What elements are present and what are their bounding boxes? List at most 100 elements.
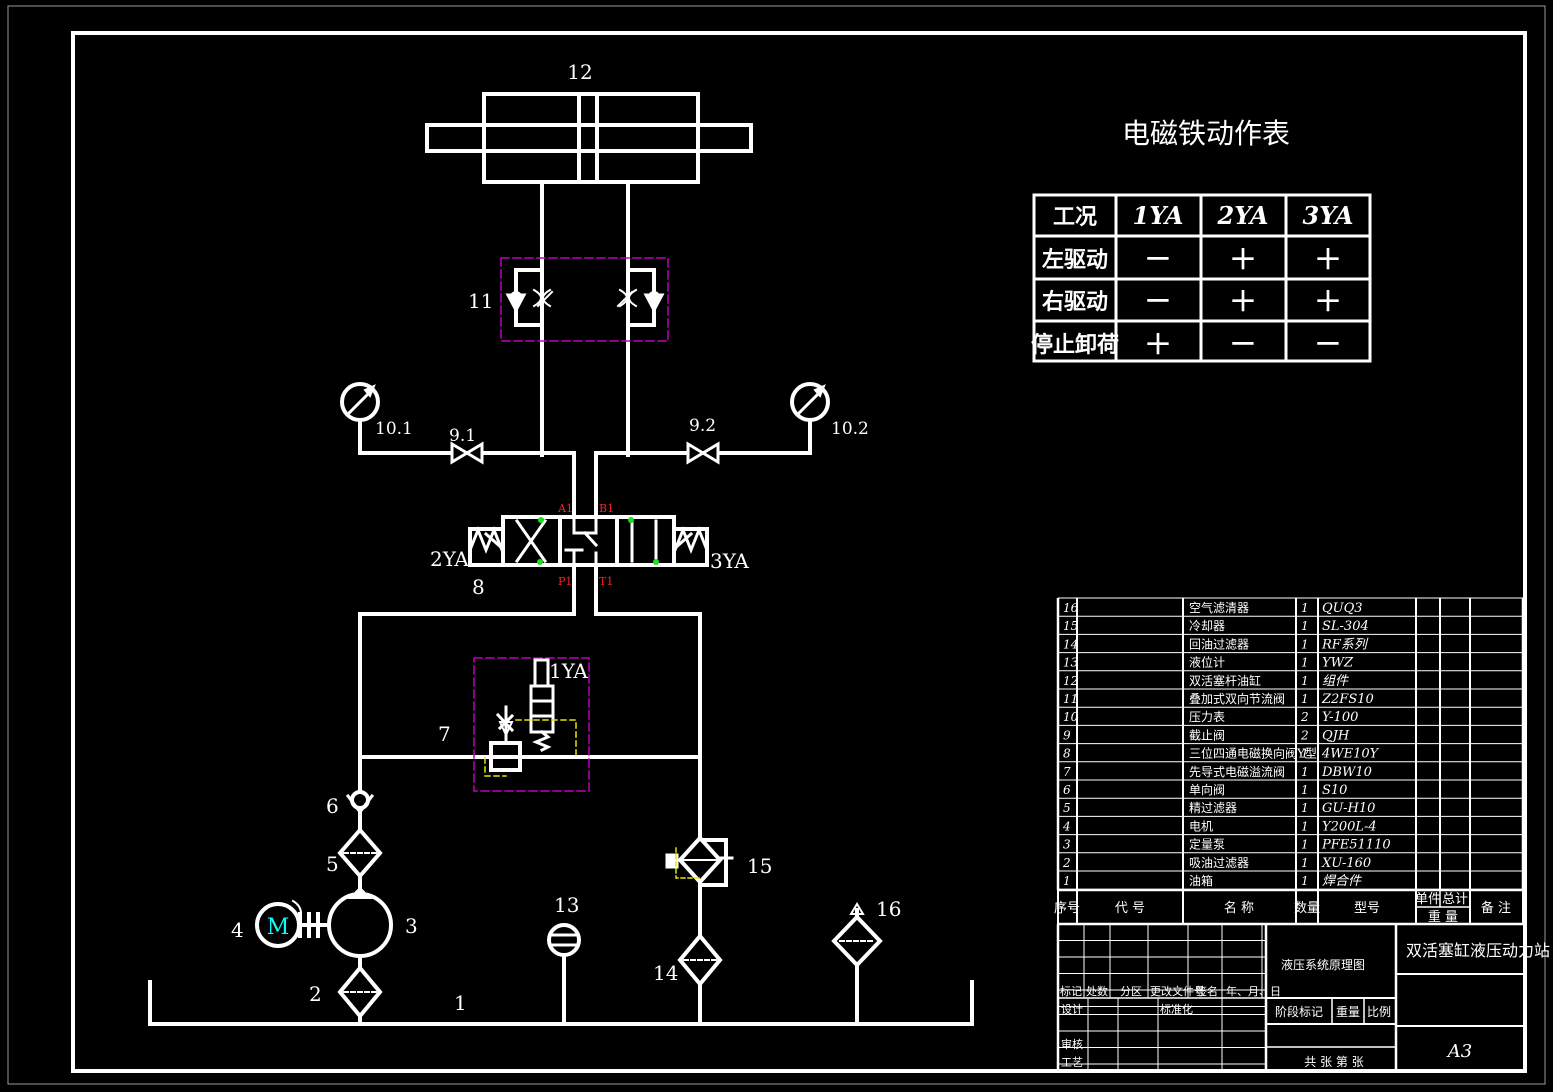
part-name: 冷却器 xyxy=(1189,619,1225,633)
header-weight: 重 量 xyxy=(1428,909,1458,925)
part-model: RF系列 xyxy=(1321,637,1369,652)
shutoff-valve-right xyxy=(686,441,720,465)
role-process: 工艺 xyxy=(1061,1056,1083,1069)
solenoid-state: + xyxy=(1229,238,1258,278)
part-model: 组件 xyxy=(1322,674,1349,689)
cylinder-rod xyxy=(425,123,753,153)
part-model: SL-304 xyxy=(1322,619,1369,634)
label-cooler: 15 xyxy=(747,854,772,878)
part-name: 双活塞杆油缸 xyxy=(1189,673,1261,688)
header-unit-weight: 单件 xyxy=(1415,892,1441,907)
part-model: QJH xyxy=(1322,728,1350,743)
part-qty: 1 xyxy=(1301,674,1309,688)
label-check-valve: 6 xyxy=(326,794,339,818)
part-model: PFE51110 xyxy=(1321,838,1391,853)
label-cylinder: 12 xyxy=(567,60,592,84)
part-no: 11 xyxy=(1063,692,1078,706)
label-solenoid-1: 1YA xyxy=(549,659,588,683)
solenoid-state: − xyxy=(1144,238,1173,278)
outer-frame xyxy=(7,5,1546,1085)
role-review: 审核 xyxy=(1061,1037,1083,1051)
part-name: 吸油过滤器 xyxy=(1189,856,1249,870)
stage-label: 阶段标记 xyxy=(1275,1004,1323,1019)
header-name: 名 称 xyxy=(1224,900,1254,916)
part-name: 液位计 xyxy=(1189,655,1225,670)
part-model: YWZ xyxy=(1322,656,1354,671)
part-qty: 1 xyxy=(1301,856,1309,870)
label-fine-filter: 5 xyxy=(326,852,339,876)
label-solenoid-3: 3YA xyxy=(710,549,749,573)
part-name: 电机 xyxy=(1189,819,1213,833)
part-name: 三位四通电磁换向阀Y型 xyxy=(1189,746,1317,761)
part-model: 4WE10Y xyxy=(1321,747,1380,762)
part-no: 12 xyxy=(1063,674,1078,688)
pump xyxy=(327,892,393,958)
label-directional-valve: 8 xyxy=(472,575,485,599)
revision-label: 签名 xyxy=(1196,984,1218,998)
label-level-gauge: 13 xyxy=(554,893,579,917)
label-valve-left: 9.1 xyxy=(449,426,476,446)
label-relief-valve: 7 xyxy=(438,722,451,746)
part-no: 8 xyxy=(1063,747,1071,761)
header-total-weight: 总计 xyxy=(1442,892,1468,907)
label-tank: 1 xyxy=(454,991,467,1015)
header-model: 型号 xyxy=(1354,901,1380,916)
solenoid-condition: 左驱动 xyxy=(1042,247,1108,273)
part-qty: 1 xyxy=(1301,692,1309,706)
part-qty: 1 xyxy=(1301,601,1309,615)
relief-valve-box xyxy=(473,657,590,792)
part-no: 9 xyxy=(1063,728,1071,742)
solenoid-state: + xyxy=(1144,323,1173,363)
solenoid-header-2: 2YA xyxy=(1217,201,1269,230)
part-qty: 2 xyxy=(1300,728,1309,742)
drawing-title: 液压系统原理图 xyxy=(1281,957,1365,972)
sheet-size: A3 xyxy=(1446,1041,1472,1062)
part-model: Z2FS10 xyxy=(1321,692,1374,707)
solenoid-state: + xyxy=(1314,280,1343,320)
header-code: 代 号 xyxy=(1115,901,1145,916)
part-model: Y200L-4 xyxy=(1322,819,1377,834)
part-no: 7 xyxy=(1063,765,1071,779)
solenoid-state: + xyxy=(1229,280,1258,320)
part-qty: 1 xyxy=(1301,656,1309,670)
part-model: 焊合件 xyxy=(1322,874,1362,889)
revision-label: 更改文件号 xyxy=(1150,984,1205,998)
part-name: 先导式电磁溢流阀 xyxy=(1189,764,1285,779)
scale-label: 比例 xyxy=(1367,1005,1391,1019)
part-model: S10 xyxy=(1322,783,1347,798)
part-no: 6 xyxy=(1063,783,1071,797)
header-qty: 数量 xyxy=(1294,901,1320,916)
label-motor: 4 xyxy=(231,918,244,942)
label-gauge-right: 10.2 xyxy=(831,419,869,439)
solenoid-state: − xyxy=(1144,280,1173,320)
label-valve-right: 9.2 xyxy=(689,416,716,436)
motor-letter: M xyxy=(267,915,290,940)
port-t1: T1 xyxy=(599,575,613,588)
part-name: 单向阀 xyxy=(1189,782,1225,797)
part-model: QUQ3 xyxy=(1322,601,1363,616)
part-qty: 2 xyxy=(1300,710,1309,724)
pressure-gauge-left xyxy=(340,382,380,422)
label-return-filter: 14 xyxy=(653,961,678,985)
oil-tank xyxy=(148,980,974,1026)
role-design: 设计 xyxy=(1061,1003,1083,1016)
part-name: 叠加式双向节流阀 xyxy=(1189,691,1285,706)
label-air-filter: 16 xyxy=(876,897,901,921)
part-model: XU-160 xyxy=(1321,856,1371,871)
port-a1: A1 xyxy=(557,502,573,515)
part-name: 空气滤清器 xyxy=(1189,600,1249,615)
sheet-count: 共 张 第 张 xyxy=(1304,1055,1363,1069)
weight-label: 重量 xyxy=(1336,1005,1360,1019)
part-no: 14 xyxy=(1063,637,1078,651)
part-qty: 1 xyxy=(1301,637,1309,651)
revision-label: 年、月、日 xyxy=(1226,984,1281,998)
solenoid-header-0: 工况 xyxy=(1053,204,1097,230)
port-p1: P1 xyxy=(558,575,572,588)
label-solenoid-2: 2YA xyxy=(430,547,469,571)
solenoid-condition: 右驱动 xyxy=(1042,289,1108,315)
part-no: 2 xyxy=(1062,856,1071,870)
solenoid-condition: 停止卸荷 xyxy=(1031,332,1119,358)
part-qty: 1 xyxy=(1301,747,1309,761)
